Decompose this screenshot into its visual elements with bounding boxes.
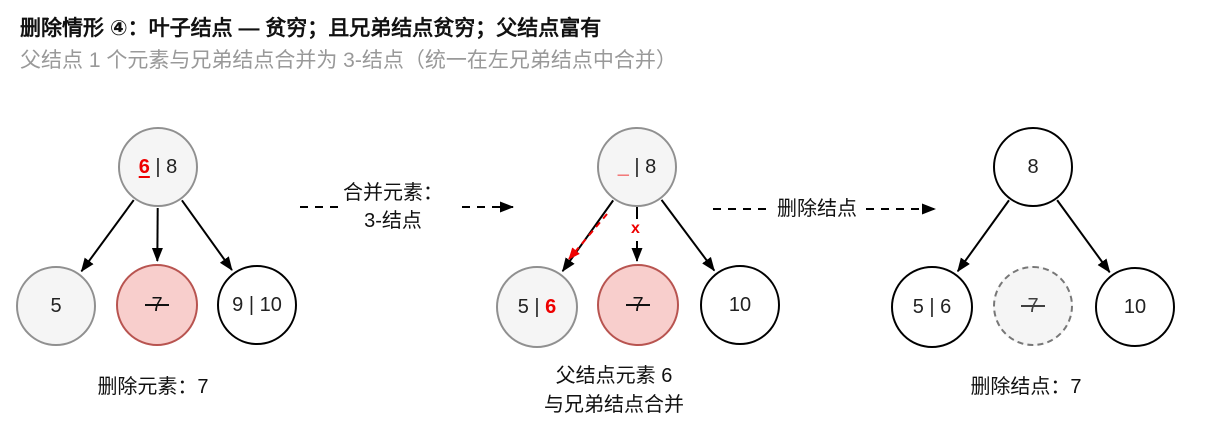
edge-before-delete-root-left xyxy=(80,199,135,273)
tree-node-merge-step-mid: 7 xyxy=(597,264,679,346)
tree-node-merge-step-root: _ | 8 xyxy=(597,127,677,207)
broken-edge-x-mark: x xyxy=(631,220,640,237)
page-subtitle: 父结点 1 个元素与兄弟结点合并为 3-结点（统一在左兄弟结点中合并） xyxy=(20,49,677,72)
node-value: | 8 xyxy=(628,156,657,178)
edge-before-delete-root-right xyxy=(181,199,233,271)
caption-tree-before: 删除元素：7 xyxy=(97,376,209,398)
edge-after-delete-root-right xyxy=(1056,199,1111,274)
node-value: 5 | xyxy=(517,296,546,318)
transition-merge-label-line2: 3-结点 xyxy=(364,210,422,232)
node-value: 7 xyxy=(1021,295,1045,317)
merge-direction-arrow xyxy=(568,213,608,260)
tree-node-after-delete-left: 5 | 6 xyxy=(891,266,973,348)
caption-tree-after: 删除结点：7 xyxy=(970,376,1082,398)
node-value: 5 | 6 xyxy=(912,296,952,318)
node-value: 8 xyxy=(1027,156,1039,178)
tree-node-before-delete-right: 9 | 10 xyxy=(217,265,297,345)
node-value: 9 | 10 xyxy=(232,294,282,316)
node-value: 7 xyxy=(626,294,650,316)
tree-node-before-delete-left: 5 xyxy=(16,266,96,346)
tree-node-before-delete-root: 6 | 8 xyxy=(118,127,198,207)
tree-node-before-delete-mid: 7 xyxy=(116,264,198,346)
transition-delete-label: 删除结点 xyxy=(777,198,857,220)
tree-node-after-delete-root: 8 xyxy=(993,127,1073,207)
tree-node-merge-step-left: 5 | 6 xyxy=(496,266,578,348)
tree-node-after-delete-right: 10 xyxy=(1095,267,1175,347)
caption-tree-merge-line2: 与兄弟结点合并 xyxy=(544,394,684,416)
node-value: 10 xyxy=(1123,296,1147,318)
caption-tree-merge: 父结点元素 6 与兄弟结点合并 xyxy=(494,362,734,420)
caption-tree-merge-line1: 父结点元素 6 xyxy=(555,365,673,387)
node-value: | 8 xyxy=(149,156,178,178)
node-value: _ xyxy=(617,156,629,178)
node-value: 5 xyxy=(50,295,62,317)
edge-merge-step-root-right xyxy=(660,199,716,272)
node-value: 6 xyxy=(138,156,150,178)
node-value: 10 xyxy=(728,294,752,316)
tree-node-after-delete-mid: 7 xyxy=(993,266,1073,346)
tree-node-merge-step-right: 10 xyxy=(700,265,780,345)
transition-merge-label-line1: 合并元素： xyxy=(343,182,443,204)
node-value: 7 xyxy=(145,294,169,316)
node-value: 6 xyxy=(545,296,557,318)
page-title: 删除情形 ④：叶子结点 — 贫穷；且兄弟结点贫穷；父结点富有 xyxy=(20,17,602,40)
edge-after-delete-root-left xyxy=(956,199,1010,273)
